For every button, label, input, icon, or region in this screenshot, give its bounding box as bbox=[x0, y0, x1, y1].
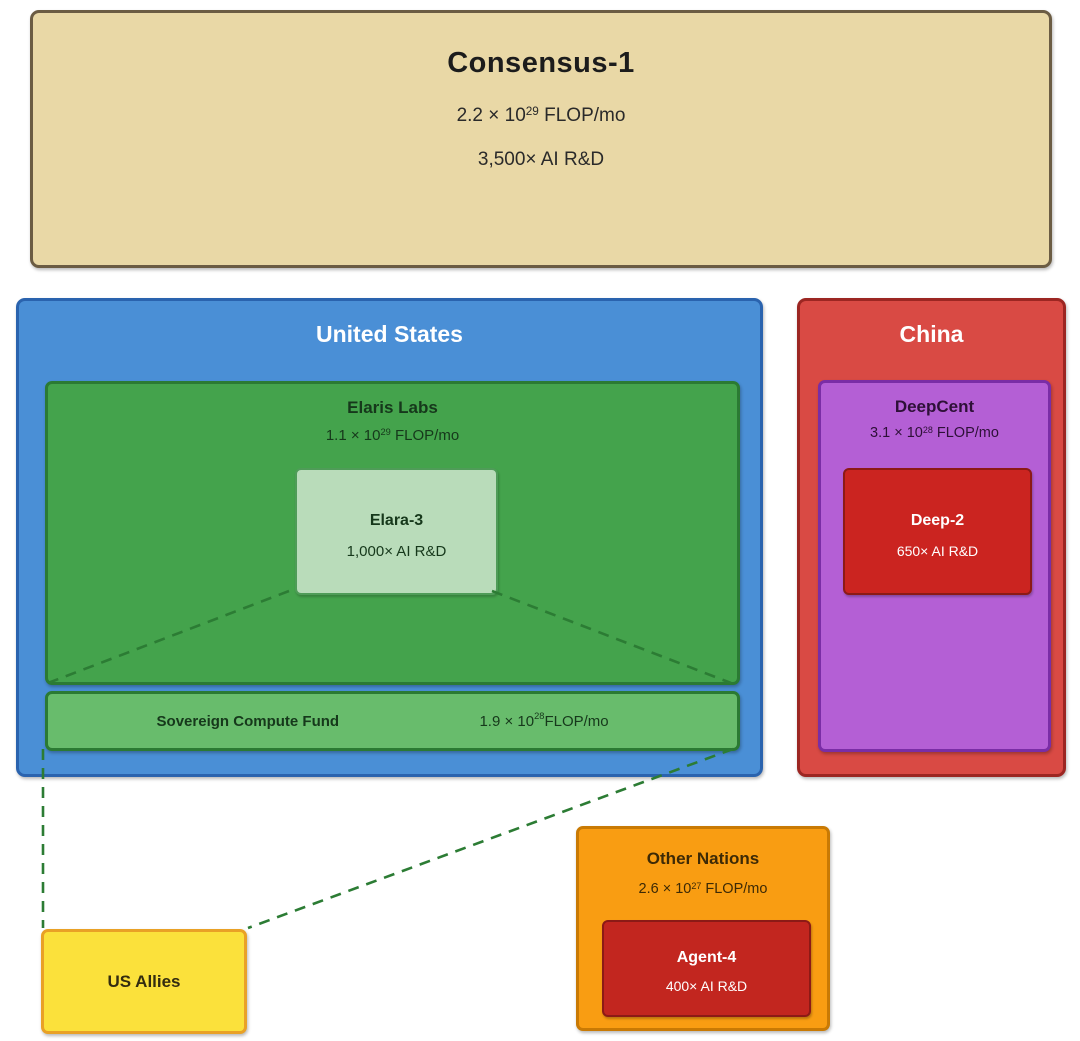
flop-prefix: 1.1 × 10 bbox=[325, 427, 381, 444]
consensus-1-box: Consensus-1 2.2 × 1029 FLOP/mo 3,500× AI… bbox=[30, 10, 1052, 268]
deepcent-box: DeepCent 3.1 × 1028 FLOP/mo Deep-2 650× … bbox=[818, 380, 1051, 752]
united-states-box: United States Elaris Labs 1.1 × 1029 FLO… bbox=[16, 298, 763, 777]
deep-2-title: Deep-2 bbox=[910, 512, 965, 529]
flop-exponent: 27 bbox=[691, 880, 702, 891]
flop-prefix: 1.9 × 10 bbox=[479, 712, 535, 730]
flop-exponent: 28 bbox=[534, 711, 545, 722]
deepcent-title: DeepCent bbox=[894, 397, 975, 416]
flop-suffix: FLOP/mo bbox=[932, 425, 999, 441]
sovereign-compute-fund-title: Sovereign Compute Fund bbox=[156, 712, 340, 730]
flop-suffix: FLOP/mo bbox=[538, 105, 626, 126]
us-allies-title: US Allies bbox=[107, 971, 181, 991]
elaris-labs-title: Elaris Labs bbox=[347, 398, 438, 417]
china-title: China bbox=[899, 321, 964, 347]
deep-2-box: Deep-2 650× AI R&D bbox=[843, 468, 1032, 595]
elaris-labs-box: Elaris Labs 1.1 × 1029 FLOP/mo Elara-3 1… bbox=[45, 381, 740, 685]
agent-4-title: Agent-4 bbox=[676, 949, 737, 966]
agent-4-rd: 400× AI R&D bbox=[665, 978, 748, 994]
other-nations-title: Other Nations bbox=[646, 849, 760, 868]
consensus-1-title: Consensus-1 bbox=[447, 47, 635, 79]
flop-prefix: 2.6 × 10 bbox=[638, 881, 692, 897]
flop-suffix: FLOP/mo bbox=[701, 881, 768, 897]
consensus-1-flop: 2.2 × 1029 FLOP/mo bbox=[33, 105, 1049, 127]
flop-prefix: 3.1 × 10 bbox=[870, 425, 923, 441]
flop-exponent: 29 bbox=[380, 427, 391, 438]
flop-suffix: FLOP/mo bbox=[544, 712, 609, 730]
flop-exponent: 28 bbox=[922, 424, 933, 435]
united-states-title: United States bbox=[316, 321, 463, 347]
deep-2-rd: 650× AI R&D bbox=[896, 543, 979, 559]
elara-3-title: Elara-3 bbox=[369, 512, 424, 529]
flop-exponent: 29 bbox=[525, 105, 539, 119]
consensus-1-rd: 3,500× AI R&D bbox=[477, 149, 605, 170]
us-allies-box: US Allies bbox=[41, 929, 247, 1034]
flop-suffix: FLOP/mo bbox=[390, 427, 460, 444]
elara-3-box: Elara-3 1,000× AI R&D bbox=[295, 468, 498, 595]
elaris-labs-flop: 1.1 × 1029 FLOP/mo bbox=[48, 427, 737, 444]
china-box: China DeepCent 3.1 × 1028 FLOP/mo Deep-2… bbox=[797, 298, 1066, 777]
elara-3-rd: 1,000× AI R&D bbox=[346, 543, 447, 560]
deepcent-flop: 3.1 × 1028 FLOP/mo bbox=[821, 425, 1048, 441]
flop-prefix: 2.2 × 10 bbox=[456, 105, 526, 126]
agent-4-box: Agent-4 400× AI R&D bbox=[602, 920, 811, 1017]
other-nations-box: Other Nations 2.6 × 1027 FLOP/mo Agent-4… bbox=[576, 826, 830, 1031]
other-nations-flop: 2.6 × 1027 FLOP/mo bbox=[579, 881, 827, 897]
